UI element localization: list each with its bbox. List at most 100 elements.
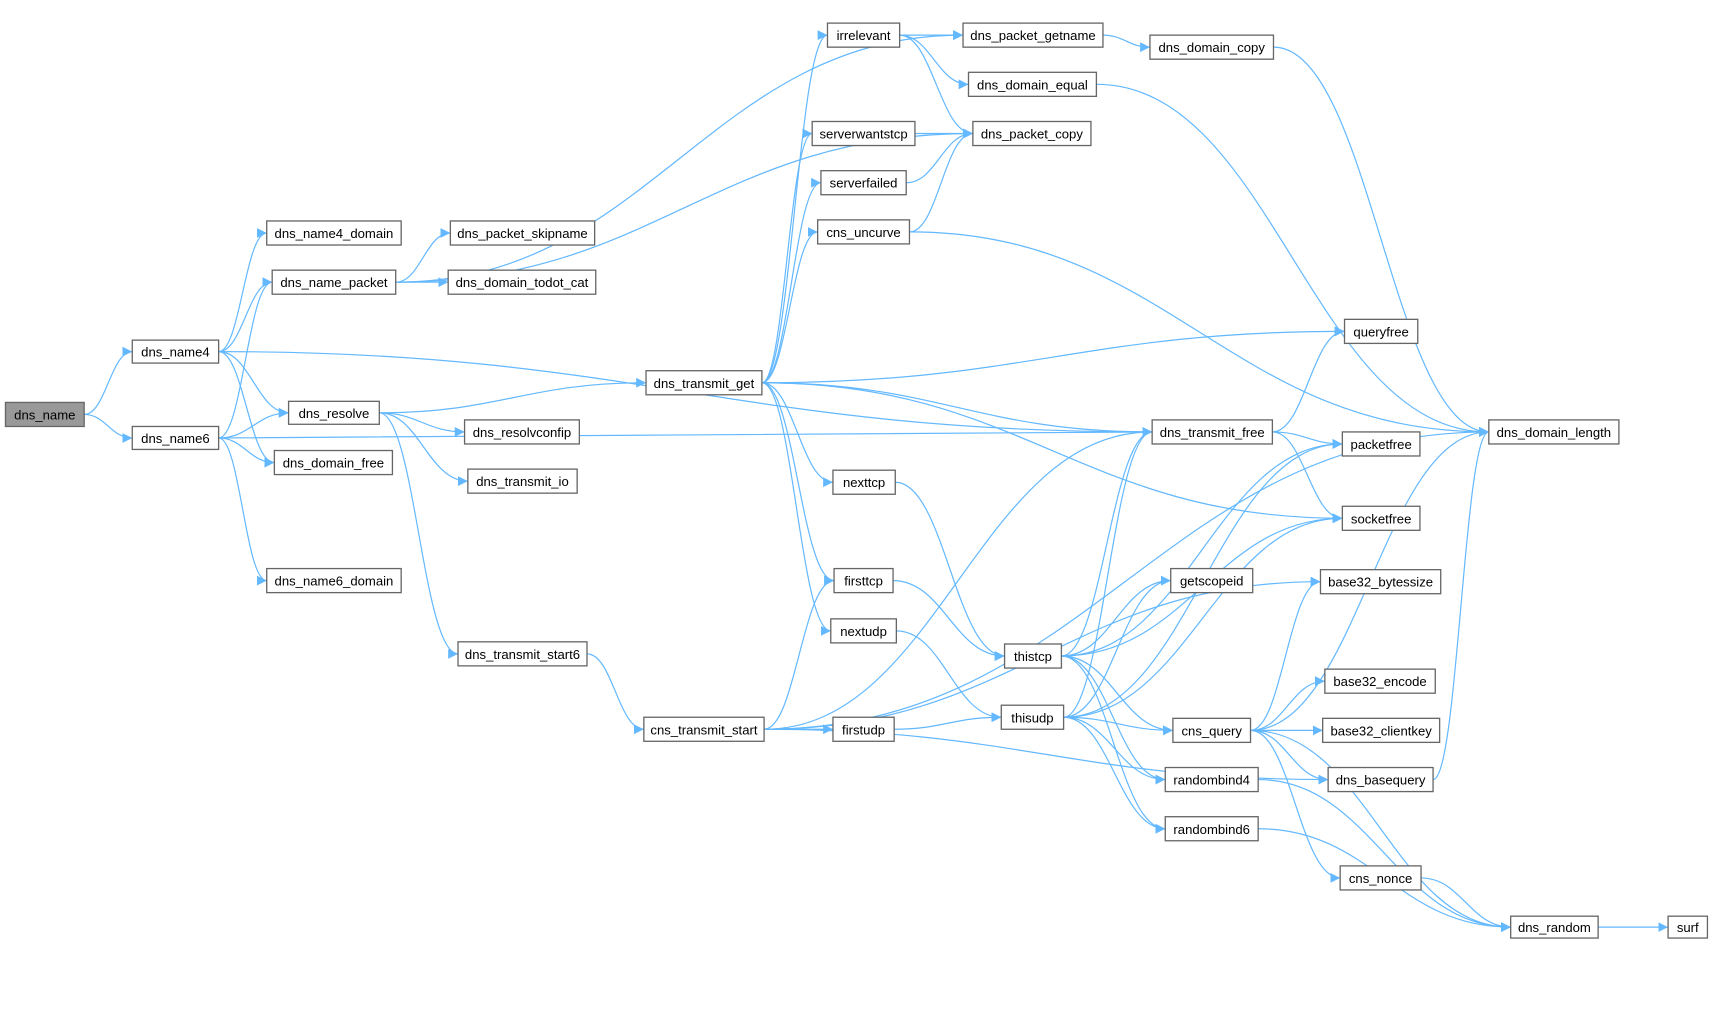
node-packetfree[interactable]: packetfree	[1341, 431, 1421, 457]
node-cns_nonce[interactable]: cns_nonce	[1339, 865, 1422, 891]
node-box	[972, 120, 1092, 147]
node-dns_domain_length[interactable]: dns_domain_length	[1488, 419, 1620, 445]
node-box	[816, 219, 911, 245]
node-box	[271, 269, 397, 295]
edge-dns_resolve-to-dns_transmit_get	[379, 377, 647, 414]
node-label: firstudp	[842, 722, 885, 737]
node-dns_name6[interactable]: dns_name6	[131, 425, 220, 451]
edge-dns_name-to-dns_name4	[84, 346, 133, 416]
node-randombind6[interactable]: randombind6	[1164, 816, 1259, 842]
node-box	[1170, 567, 1254, 594]
node-socketfree[interactable]: socketfree	[1341, 505, 1421, 531]
node-dns_transmit_get[interactable]: dns_transmit_get	[645, 370, 763, 396]
node-label: dns_resolvconfip	[473, 425, 571, 440]
node-box	[273, 449, 394, 476]
edge-irrelevant-to-dns_packet_copy	[899, 34, 973, 139]
edge-thistcp-to-getscopeid	[1061, 575, 1171, 657]
edge-cns_uncurve-to-dns_packet_copy	[909, 128, 973, 233]
edge-cns_query-to-cns_nonce	[1250, 729, 1341, 883]
node-dns_name4_domain[interactable]: dns_name4_domain	[266, 220, 402, 246]
node-box	[1339, 865, 1422, 891]
node-dns_domain_copy[interactable]: dns_domain_copy	[1149, 34, 1275, 60]
node-dns_name_packet[interactable]: dns_name_packet	[271, 269, 397, 295]
node-cns_query[interactable]: cns_query	[1172, 717, 1252, 744]
node-box	[1003, 643, 1063, 669]
node-cns_transmit_start[interactable]: cns_transmit_start	[643, 716, 765, 742]
node-box	[967, 71, 1098, 98]
node-label: cns_query	[1181, 723, 1242, 738]
edge-dns_transmit_free-to-socketfree	[1272, 431, 1343, 524]
edge-dns_transmit_free-to-packetfree	[1272, 431, 1343, 449]
node-dns_packet_skipname[interactable]: dns_packet_skipname	[449, 220, 596, 246]
node-thistcp[interactable]: thistcp	[1003, 643, 1063, 669]
node-label: base32_encode	[1333, 674, 1426, 689]
edge-dns_name6-to-dns_resolve	[218, 407, 289, 439]
node-label: dns_packet_skipname	[457, 226, 587, 241]
node-base32_bytessize[interactable]: base32_bytessize	[1319, 569, 1442, 595]
node-serverwantstcp[interactable]: serverwantstcp	[811, 120, 916, 147]
node-dns_transmit_start6[interactable]: dns_transmit_start6	[457, 641, 588, 667]
node-surf[interactable]: surf	[1667, 915, 1709, 939]
node-firstudp[interactable]: firstudp	[832, 716, 895, 742]
node-nextudp[interactable]: nextudp	[830, 618, 898, 644]
node-dns_name4[interactable]: dns_name4	[131, 339, 220, 364]
edge-firsttcp-to-thistcp	[893, 579, 1005, 661]
node-base32_encode[interactable]: base32_encode	[1324, 668, 1436, 694]
node-cns_uncurve[interactable]: cns_uncurve	[816, 219, 911, 245]
node-irrelevant[interactable]: irrelevant	[826, 22, 901, 48]
node-box	[1151, 419, 1274, 445]
node-label: irrelevant	[837, 28, 891, 43]
node-dns_basequery[interactable]: dns_basequery	[1327, 766, 1434, 793]
node-box	[962, 22, 1104, 48]
edge-cns_transmit_start-to-firsttcp	[763, 575, 835, 730]
node-dns_name6_domain[interactable]: dns_name6_domain	[266, 567, 402, 594]
edge-dns_transmit_get-to-firsttcp	[761, 382, 835, 586]
node-box	[1149, 34, 1275, 60]
node-box	[643, 716, 765, 742]
node-queryfree[interactable]: queryfree	[1343, 318, 1419, 345]
node-dns_packet_getname[interactable]: dns_packet_getname	[962, 22, 1104, 48]
node-label: dns_domain_free	[283, 456, 384, 471]
node-dns_domain_equal[interactable]: dns_domain_equal	[967, 71, 1098, 98]
node-dns_resolve[interactable]: dns_resolve	[287, 400, 380, 425]
node-box	[811, 120, 916, 147]
node-dns_transmit_free[interactable]: dns_transmit_free	[1151, 419, 1274, 445]
node-nexttcp[interactable]: nexttcp	[832, 469, 896, 495]
node-box	[826, 22, 901, 48]
node-dns_name[interactable]: dns_name	[4, 401, 85, 428]
node-dns_packet_copy[interactable]: dns_packet_copy	[972, 120, 1092, 147]
node-randombind4[interactable]: randombind4	[1164, 766, 1259, 793]
node-label: firsttcp	[844, 574, 883, 589]
node-label: dns_name4_domain	[275, 226, 394, 241]
edge-dns_transmit_get-to-dns_transmit_free	[761, 382, 1153, 437]
edge-dns_transmit_start6-to-cns_transmit_start	[586, 653, 644, 735]
node-base32_clientkey[interactable]: base32_clientkey	[1322, 717, 1441, 744]
edge-thistcp-to-randombind6	[1061, 655, 1166, 834]
node-serverfailed[interactable]: serverfailed	[820, 170, 907, 196]
edge-nexttcp-to-thistcp	[895, 481, 1005, 661]
node-label: dns_name4	[141, 345, 210, 360]
node-label: dns_name6	[141, 431, 210, 446]
node-label: getscopeid	[1180, 574, 1243, 589]
edge-thistcp-to-cns_query	[1061, 655, 1173, 736]
node-dns_random[interactable]: dns_random	[1510, 915, 1599, 939]
node-dns_domain_todot_cat[interactable]: dns_domain_todot_cat	[447, 269, 597, 295]
node-dns_resolvconfip[interactable]: dns_resolvconfip	[463, 419, 581, 445]
edge-cns_query-to-dns_basequery	[1250, 729, 1329, 785]
node-thisudp[interactable]: thisudp	[1000, 704, 1065, 730]
edge-cns_query-to-base32_encode	[1250, 676, 1325, 731]
node-dns_transmit_io[interactable]: dns_transmit_io	[467, 468, 578, 494]
node-box	[4, 401, 85, 428]
edge-dns_resolve-to-dns_resolvconfip	[379, 412, 465, 437]
edge-dns_name_packet-to-dns_packet_copy	[395, 128, 973, 283]
node-dns_domain_free[interactable]: dns_domain_free	[273, 449, 394, 476]
node-label: dns_resolve	[299, 406, 370, 421]
node-label: randombind4	[1173, 773, 1250, 788]
node-firsttcp[interactable]: firsttcp	[833, 567, 894, 594]
node-getscopeid[interactable]: getscopeid	[1170, 567, 1254, 594]
node-label: dns_transmit_start6	[465, 647, 580, 662]
node-box	[1172, 717, 1252, 744]
node-box	[645, 370, 763, 396]
node-box	[467, 468, 578, 494]
